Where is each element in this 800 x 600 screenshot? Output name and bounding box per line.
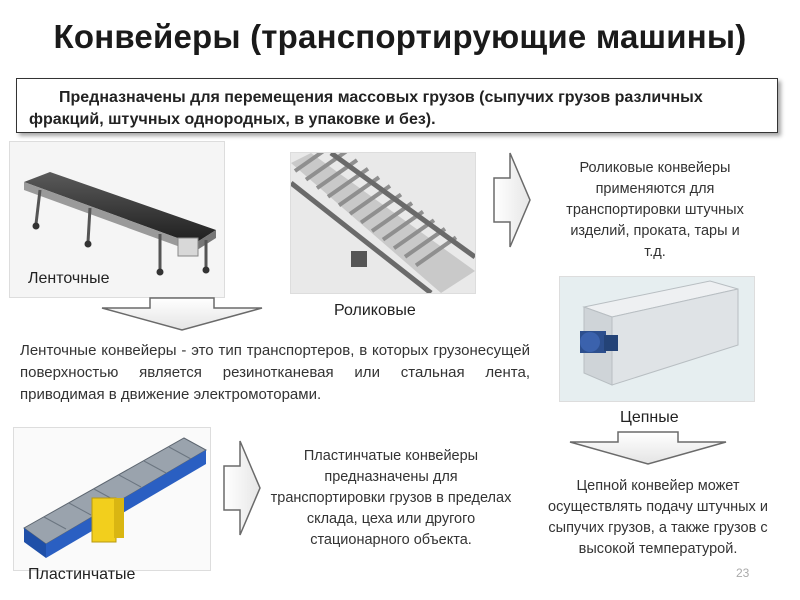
belt-conveyor-image [10,142,224,297]
chain-label: Цепные [620,409,679,426]
chain-conveyor-image [560,277,754,401]
arrow-down-icon [568,430,728,466]
arrow-right-icon [492,150,532,250]
arrow-down-icon [100,296,264,332]
purpose-box: Предназначены для перемещения массовых г… [16,78,778,133]
belt-label: Ленточные [28,270,110,287]
roller-label: Роликовые [334,302,416,319]
roller [293,153,325,173]
arrow-right-icon [222,438,262,538]
roller-conveyor-image [291,153,475,293]
plate-description: Пластинчатые конвейеры предназначены для… [270,448,512,548]
chain-description: Цепной конвейер может осуществлять подач… [548,478,768,557]
roller-description: Роликовые конвейеры применяются для тран… [566,160,744,260]
plate-conveyor-image [14,428,210,570]
roller [414,235,458,268]
slide-title: Конвейеры (транспортирующие машины) [53,18,747,55]
belt-description: Ленточные конвейеры - это тип транспорте… [20,342,530,403]
plate-label: Пластинчатые [28,566,136,583]
page-number: 23 [736,566,750,580]
